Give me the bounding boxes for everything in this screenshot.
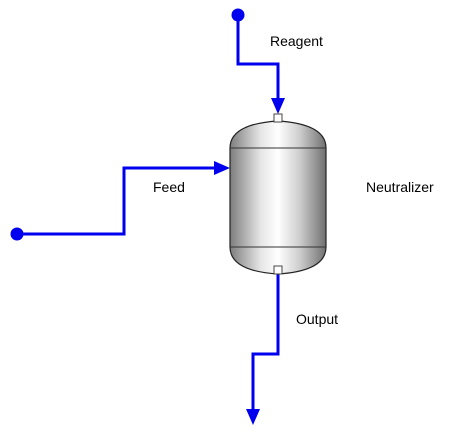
top-nozzle [273,113,283,123]
feed-source-node[interactable] [10,227,24,241]
neutralizer-vessel-body[interactable] [229,120,327,275]
output-label: Output [296,311,338,327]
output-arrow-icon [246,409,260,425]
feed-stream[interactable] [10,161,231,241]
reagent-stream[interactable] [231,8,286,115]
vertical-vessel-icon[interactable] [229,113,327,275]
feed-stream-line[interactable] [17,166,220,236]
output-stream[interactable] [246,273,280,425]
bottom-nozzle [273,265,283,275]
reagent-arrow-icon [271,98,285,114]
reagent-stream-line[interactable] [236,15,280,103]
neutralizer-label: Neutralizer [366,179,434,195]
feed-arrow-icon [214,161,230,175]
output-stream-line[interactable] [251,273,280,415]
reagent-label: Reagent [270,33,323,49]
feed-label: Feed [153,179,185,195]
reagent-source-node[interactable] [231,8,245,22]
